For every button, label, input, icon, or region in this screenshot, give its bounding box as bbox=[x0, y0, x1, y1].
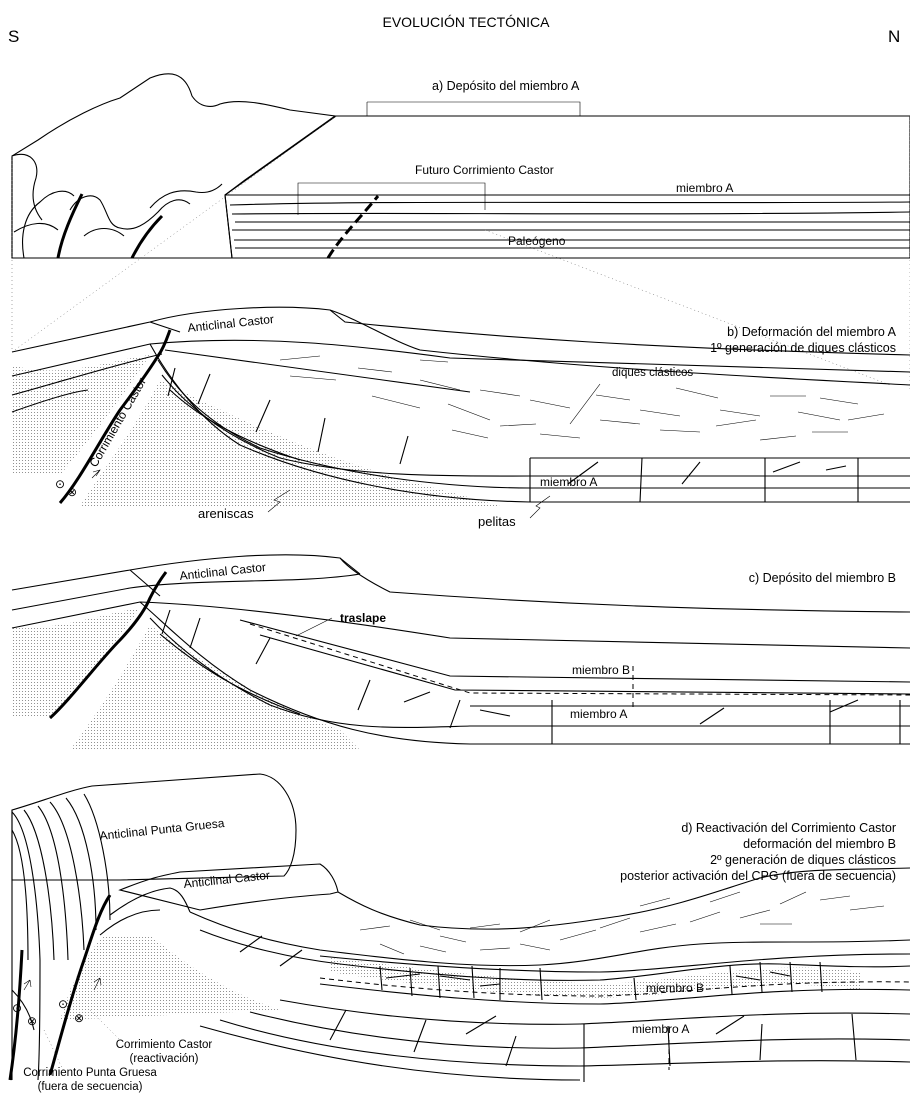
panel-b-offset-marker-1: ⊙ bbox=[55, 477, 65, 491]
panel-b-member-a-label: miembro A bbox=[540, 475, 597, 489]
panel-b-sandstone-label: areniscas bbox=[198, 506, 254, 521]
panel-c-onlap-label: traslape bbox=[340, 611, 386, 625]
panel-b-dikes-label: diques clásticos bbox=[612, 367, 693, 379]
panel-c-caption: c) Depósito del miembro B bbox=[749, 571, 896, 585]
panel-b-caption-line1: b) Deformación del miembro A bbox=[727, 325, 896, 339]
panel-d-member-b-label: miembro B bbox=[646, 981, 704, 995]
panel-d-caption-line2: deformación del miembro B bbox=[743, 837, 896, 851]
panel-a-caption: a) Depósito del miembro A bbox=[432, 79, 580, 93]
panel-d-caption-line1: d) Reactivación del Corrimiento Castor bbox=[681, 821, 896, 835]
panel-d-offset-marker-4: ⊗ bbox=[74, 1011, 84, 1025]
panel-d-pg-anticline-label: Anticlinal Punta Gruesa bbox=[99, 816, 226, 843]
panel-d-pg-thrust-label: Corrimiento Punta Gruesa bbox=[23, 1067, 157, 1079]
panel-d-caption-line4: posterior activación del CPG (fuera de s… bbox=[620, 869, 896, 883]
panel-a-member-a-label: miembro A bbox=[676, 181, 733, 195]
panel-b-pelite-label: pelitas bbox=[478, 514, 516, 529]
panel-c: Anticlinal Castor c) Depósito del miembr… bbox=[12, 555, 910, 750]
panel-a-block bbox=[225, 116, 910, 258]
panel-d-member-a-label: miembro A bbox=[632, 1022, 689, 1036]
panel-c-member-a-label: miembro A bbox=[570, 707, 627, 721]
panel-b-offset-marker-2: ⊗ bbox=[67, 485, 77, 499]
panel-b: ⊙ ⊗ Corrimiento Castor Anticlinal Castor… bbox=[12, 307, 910, 529]
panel-a-paleogene-label: Paleógeno bbox=[508, 234, 566, 248]
panel-d-offset-marker-2: ⊗ bbox=[27, 1014, 37, 1028]
panel-c-member-b-label: miembro B bbox=[572, 663, 630, 677]
south-label: S bbox=[8, 27, 19, 46]
panel-d-offset-marker-1: ⊙ bbox=[12, 1001, 22, 1015]
panel-d-caption-line3: 2º generación de diques clásticos bbox=[710, 853, 896, 867]
panel-c-anticline-label: Anticlinal Castor bbox=[179, 560, 267, 583]
diagram-title: EVOLUCIÓN TECTÓNICA bbox=[383, 14, 551, 30]
panel-d-castor-thrust-label: Corrimiento Castor bbox=[116, 1039, 213, 1051]
panel-a-future-thrust-label: Futuro Corrimiento Castor bbox=[415, 163, 554, 177]
north-label: N bbox=[888, 27, 900, 46]
panel-d-pg-thrust-note: (fuera de secuencia) bbox=[38, 1081, 143, 1093]
panel-b-anticline-label: Anticlinal Castor bbox=[187, 312, 275, 335]
panel-d-castor-thrust-note: (reactivación) bbox=[129, 1053, 198, 1065]
panel-d: ⊙ ⊗ ⊙ ⊗ Anticlinal Punta Gruesa Anticlin… bbox=[10, 774, 910, 1093]
panel-d-castor-anticline bbox=[120, 864, 338, 910]
panel-b-caption-line2: 1º generación de diques clásticos bbox=[710, 341, 896, 355]
panel-d-offset-marker-3: ⊙ bbox=[58, 997, 68, 1011]
